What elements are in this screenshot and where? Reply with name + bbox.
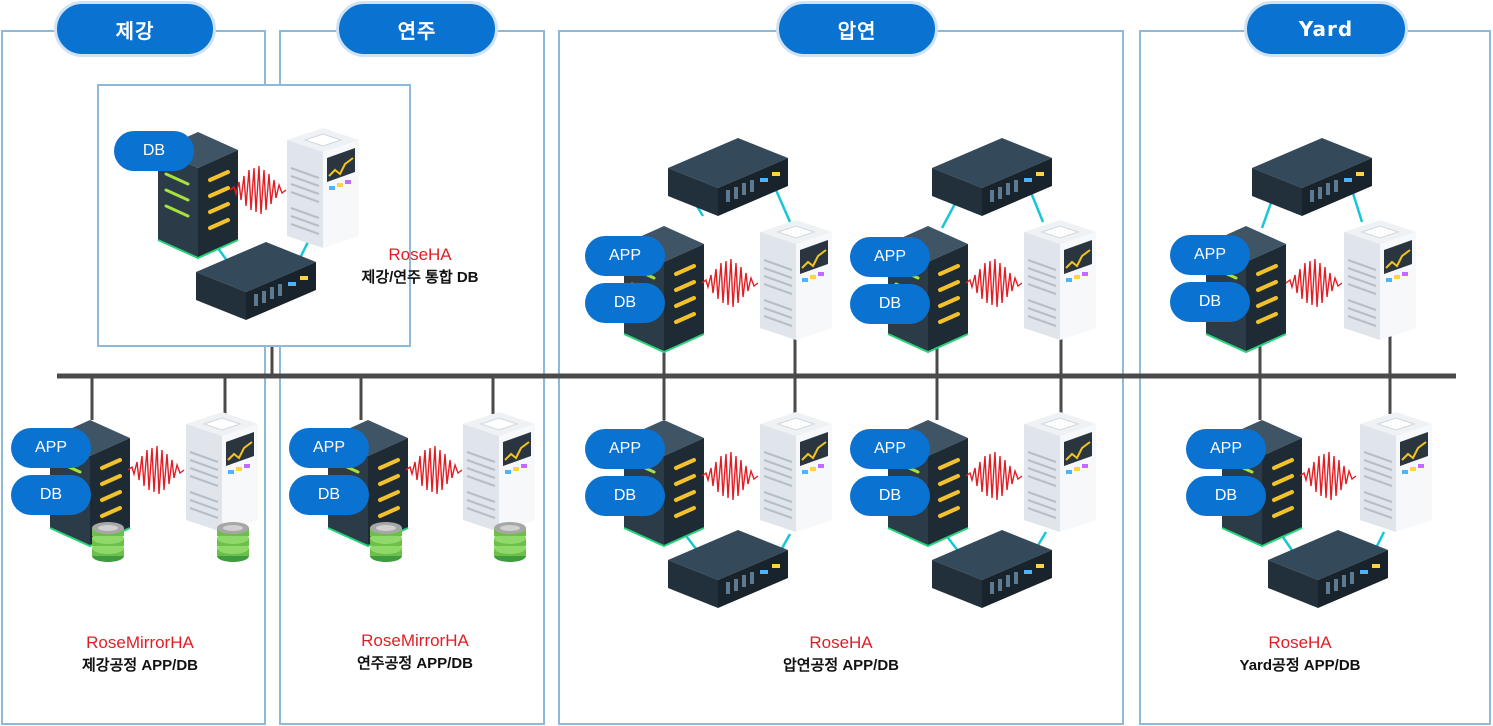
caption-desc: 연주공정 APP/DB	[356, 655, 474, 672]
app-pill: APP	[585, 429, 665, 469]
disk-icon	[217, 522, 249, 562]
heartbeat-icon	[1299, 451, 1357, 501]
caption-product: RoseHA	[388, 245, 452, 264]
db-pill: DB	[11, 475, 91, 515]
caption-desc: Yard공정 APP/DB	[1239, 657, 1361, 674]
caption-integrated: RoseHA 제강/연주 통합 DB	[330, 243, 510, 289]
rackmount-server-icon	[932, 138, 1052, 216]
rackmount-server-icon	[668, 138, 788, 216]
caption-product: RoseHA	[1268, 633, 1332, 652]
header-abyeon: 압연	[776, 1, 938, 57]
storage-server-icon	[286, 127, 360, 249]
disk-icon	[92, 522, 124, 562]
rackmount-server-icon	[668, 530, 788, 608]
storage-server-icon	[1343, 219, 1417, 341]
storage-server-icon	[462, 411, 536, 533]
heartbeat-icon	[965, 258, 1023, 308]
heartbeat-icon	[965, 451, 1023, 501]
storage-server-icon	[1359, 411, 1433, 533]
caption-product: RoseMirrorHA	[361, 631, 469, 650]
header-yard: Yard	[1244, 1, 1408, 57]
app-pill: APP	[1170, 235, 1250, 275]
bus-drops	[90, 330, 1392, 420]
app-pill: APP	[585, 236, 665, 276]
disk-icon	[370, 522, 402, 562]
caption-yard: RoseHA Yard공정 APP/DB	[1200, 631, 1400, 677]
storage-server-icon	[759, 411, 833, 533]
storage-server-icon	[759, 219, 833, 341]
caption-product: RoseHA	[809, 633, 873, 652]
caption-desc: 압연공정 APP/DB	[782, 657, 900, 674]
caption-yeonju: RoseMirrorHA 연주공정 APP/DB	[315, 629, 515, 675]
app-pill: APP	[289, 428, 369, 468]
heartbeat-icon	[127, 445, 185, 495]
db-pill: DB	[850, 476, 930, 516]
app-pill: APP	[850, 429, 930, 469]
heartbeat-icon	[1285, 258, 1343, 308]
app-pill: APP	[1186, 429, 1266, 469]
heartbeat-icon	[701, 258, 759, 308]
caption-desc: 제강공정 APP/DB	[81, 657, 199, 674]
heartbeat-icon	[701, 451, 759, 501]
db-pill: DB	[1170, 282, 1250, 322]
storage-server-icon	[1023, 411, 1097, 533]
db-pill: DB	[114, 131, 194, 171]
caption-desc: 제강/연주 통합 DB	[361, 269, 479, 286]
app-pill: APP	[11, 428, 91, 468]
header-jegang: 제강	[54, 1, 216, 57]
storage-server-icon	[185, 411, 259, 533]
storage-server-icon	[1023, 219, 1097, 341]
header-yeonju: 연주	[336, 1, 498, 57]
caption-product: RoseMirrorHA	[86, 633, 194, 652]
db-pill: DB	[585, 476, 665, 516]
app-pill: APP	[850, 237, 930, 277]
db-pill: DB	[850, 284, 930, 324]
caption-abyeon: RoseHA 압연공정 APP/DB	[741, 631, 941, 677]
heartbeat-icon	[405, 445, 463, 495]
db-pill: DB	[585, 283, 665, 323]
caption-jegang: RoseMirrorHA 제강공정 APP/DB	[40, 631, 240, 677]
db-pill: DB	[289, 475, 369, 515]
rackmount-server-icon	[196, 242, 316, 320]
db-pill: DB	[1186, 476, 1266, 516]
disk-icon	[494, 522, 526, 562]
heartbeat-icon	[229, 165, 287, 215]
